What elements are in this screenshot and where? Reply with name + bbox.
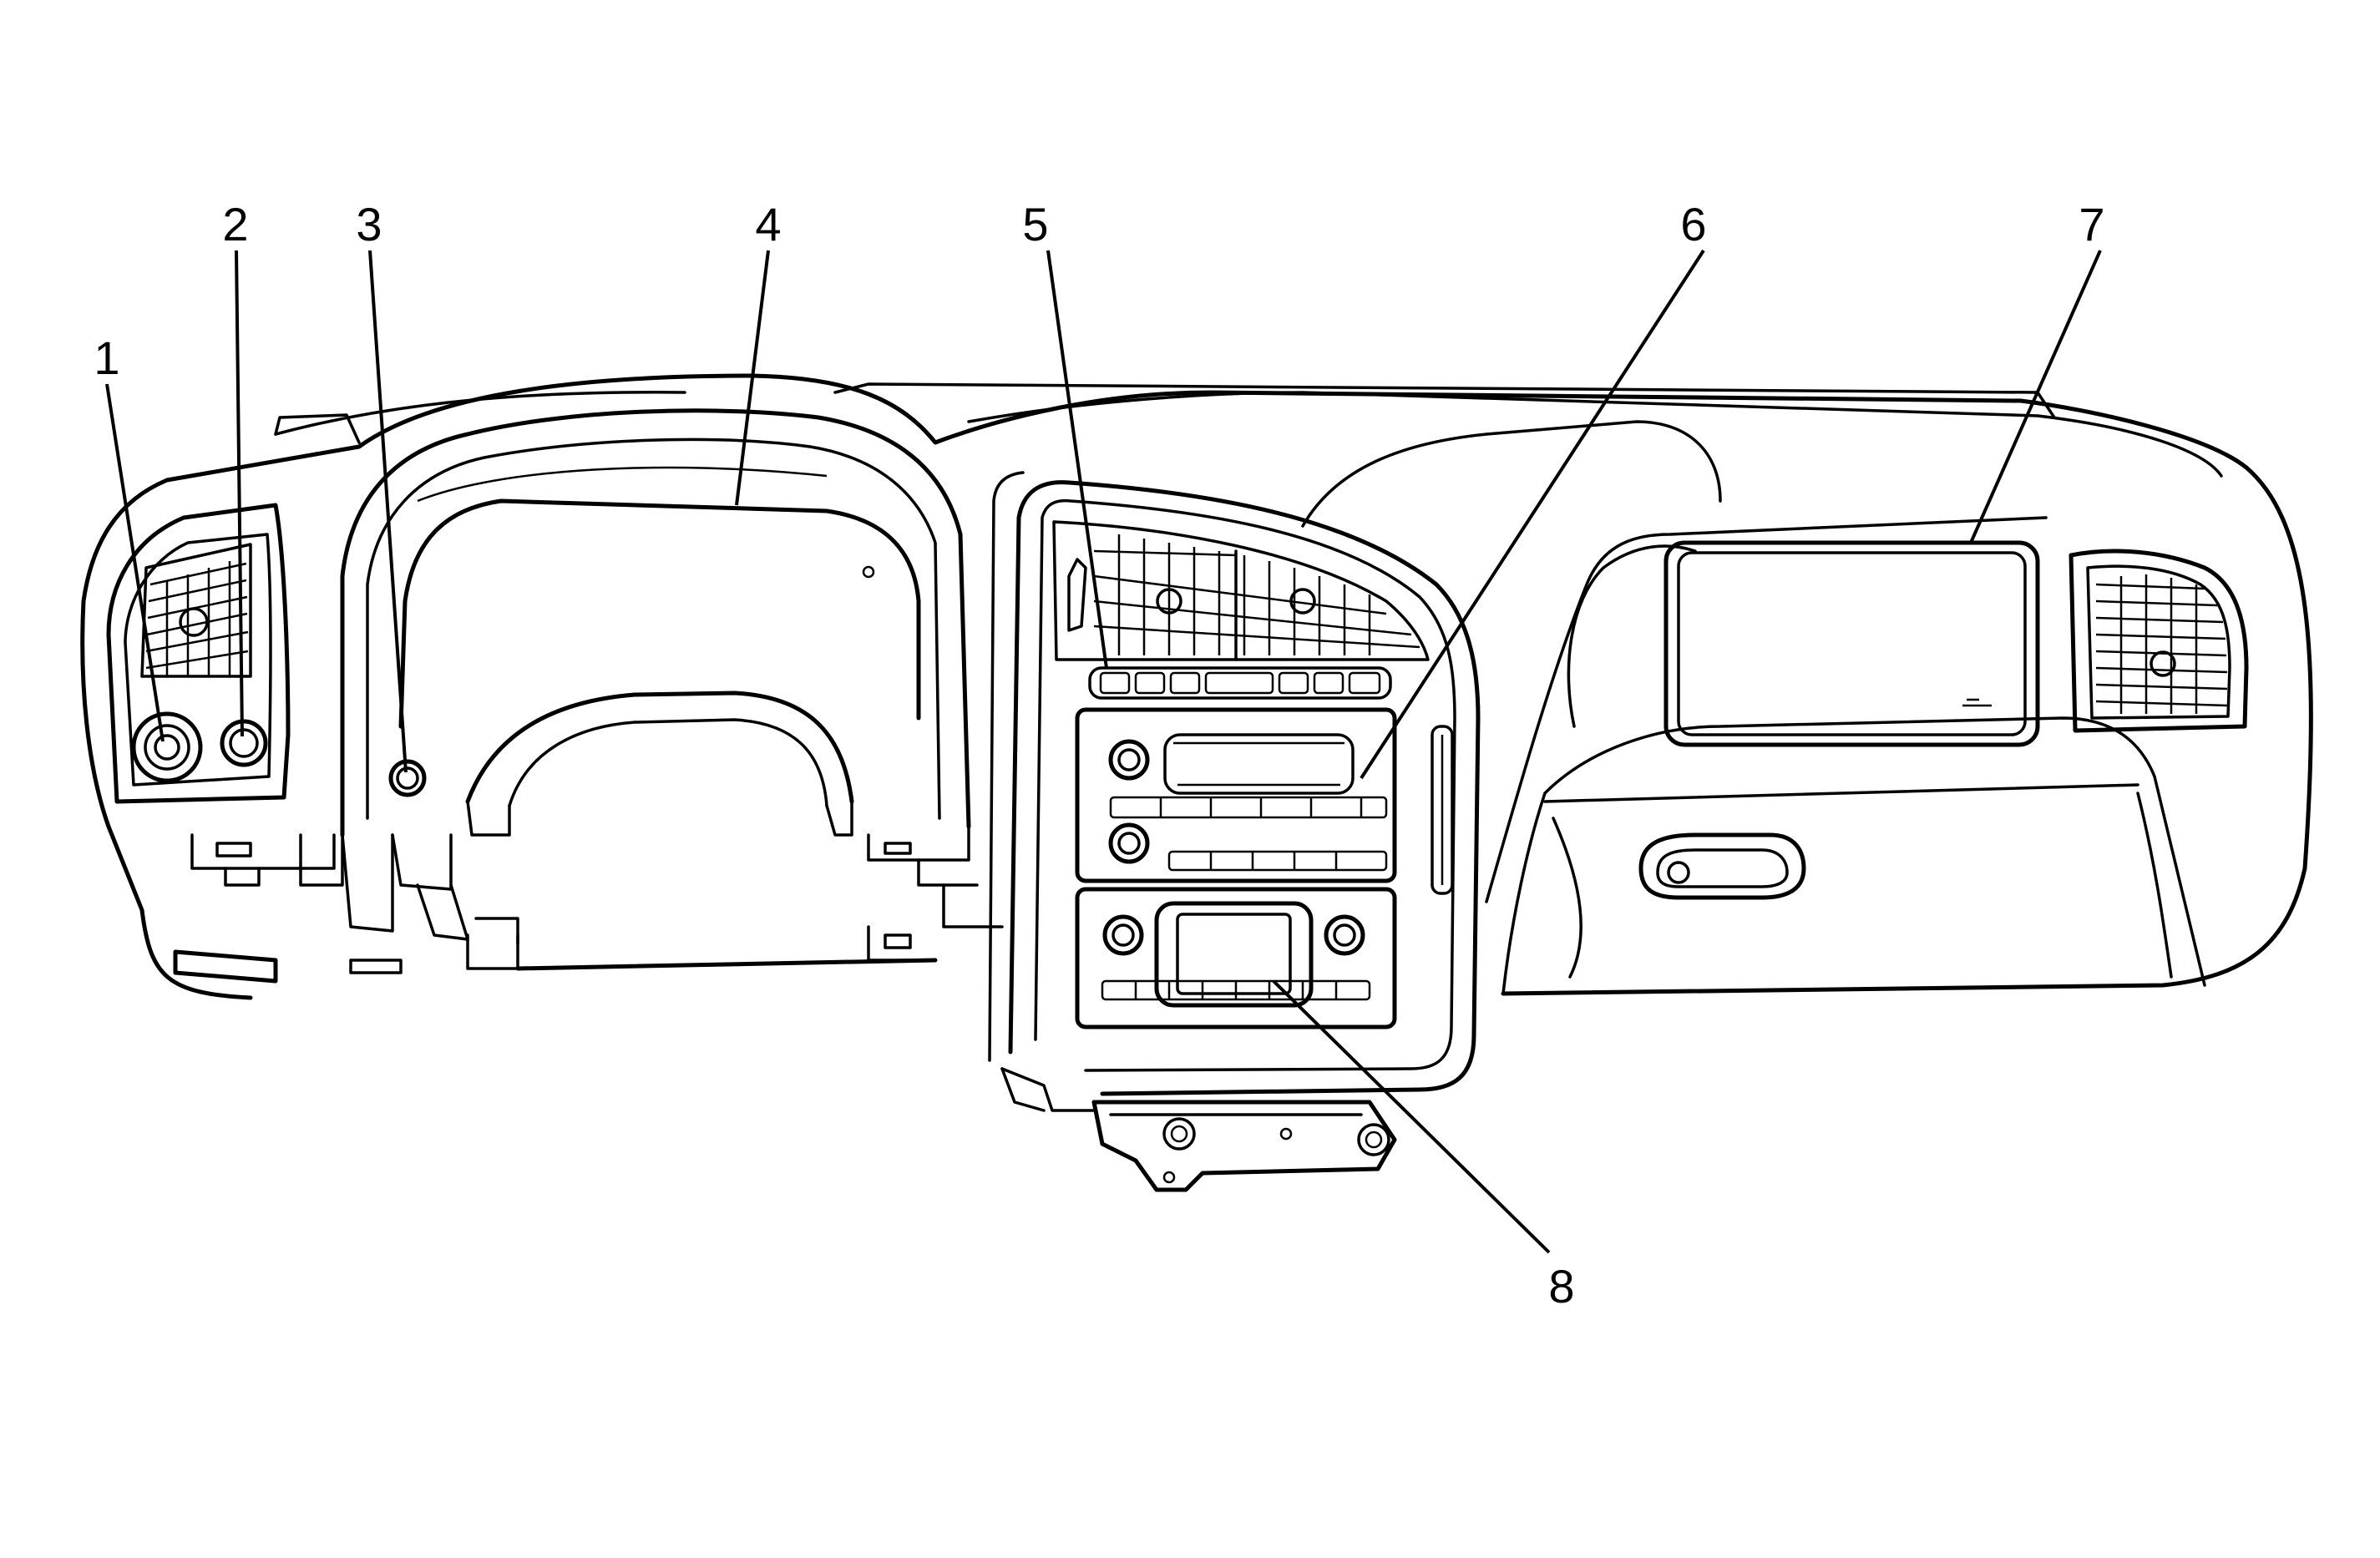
callout-1: 1	[94, 331, 119, 384]
hvac-button-strip	[1088, 666, 1392, 700]
passenger-panel	[1301, 420, 2206, 995]
center-stack-slot	[1431, 725, 1454, 895]
left-vent	[140, 543, 252, 678]
callout-3: 3	[356, 198, 382, 250]
callout-6: 6	[1680, 198, 1706, 250]
leader-8	[1272, 979, 1551, 1254]
radio	[1075, 707, 1397, 883]
leader-5	[1046, 250, 1108, 669]
callout-labels: 1 2 3 4 5 6 7 8	[94, 198, 2104, 1313]
cluster-trim	[340, 408, 971, 837]
leader-6	[1360, 249, 1705, 780]
center-vents	[1052, 520, 1430, 661]
passenger-display-panel	[1663, 540, 2040, 747]
leader-3	[368, 250, 408, 773]
lower-left-brackets	[190, 833, 519, 974]
leader-1	[105, 383, 165, 742]
callout-7: 7	[2079, 198, 2104, 250]
leader-7	[1969, 250, 2102, 544]
callout-8: 8	[1548, 1260, 1574, 1313]
leader-4	[735, 250, 770, 506]
steering-column-opening	[465, 690, 938, 971]
leader-2	[235, 250, 244, 737]
center-support-bracket	[1000, 1067, 1397, 1192]
cluster-knob	[388, 759, 427, 797]
center-stack-bezel	[988, 471, 1481, 1112]
right-cluster-brackets	[867, 825, 1004, 962]
callout-2: 2	[222, 198, 248, 250]
callout-4: 4	[755, 198, 781, 250]
dimmer-switch	[220, 719, 268, 767]
glove-box	[1543, 783, 2173, 979]
callout-5: 5	[1022, 198, 1048, 250]
headlamp-switch	[131, 711, 203, 783]
right-vent	[2069, 549, 2249, 733]
leader-lines	[105, 249, 2102, 1254]
climate-control-display	[1075, 887, 1397, 1029]
left-vent-switch-bezel	[106, 503, 291, 804]
